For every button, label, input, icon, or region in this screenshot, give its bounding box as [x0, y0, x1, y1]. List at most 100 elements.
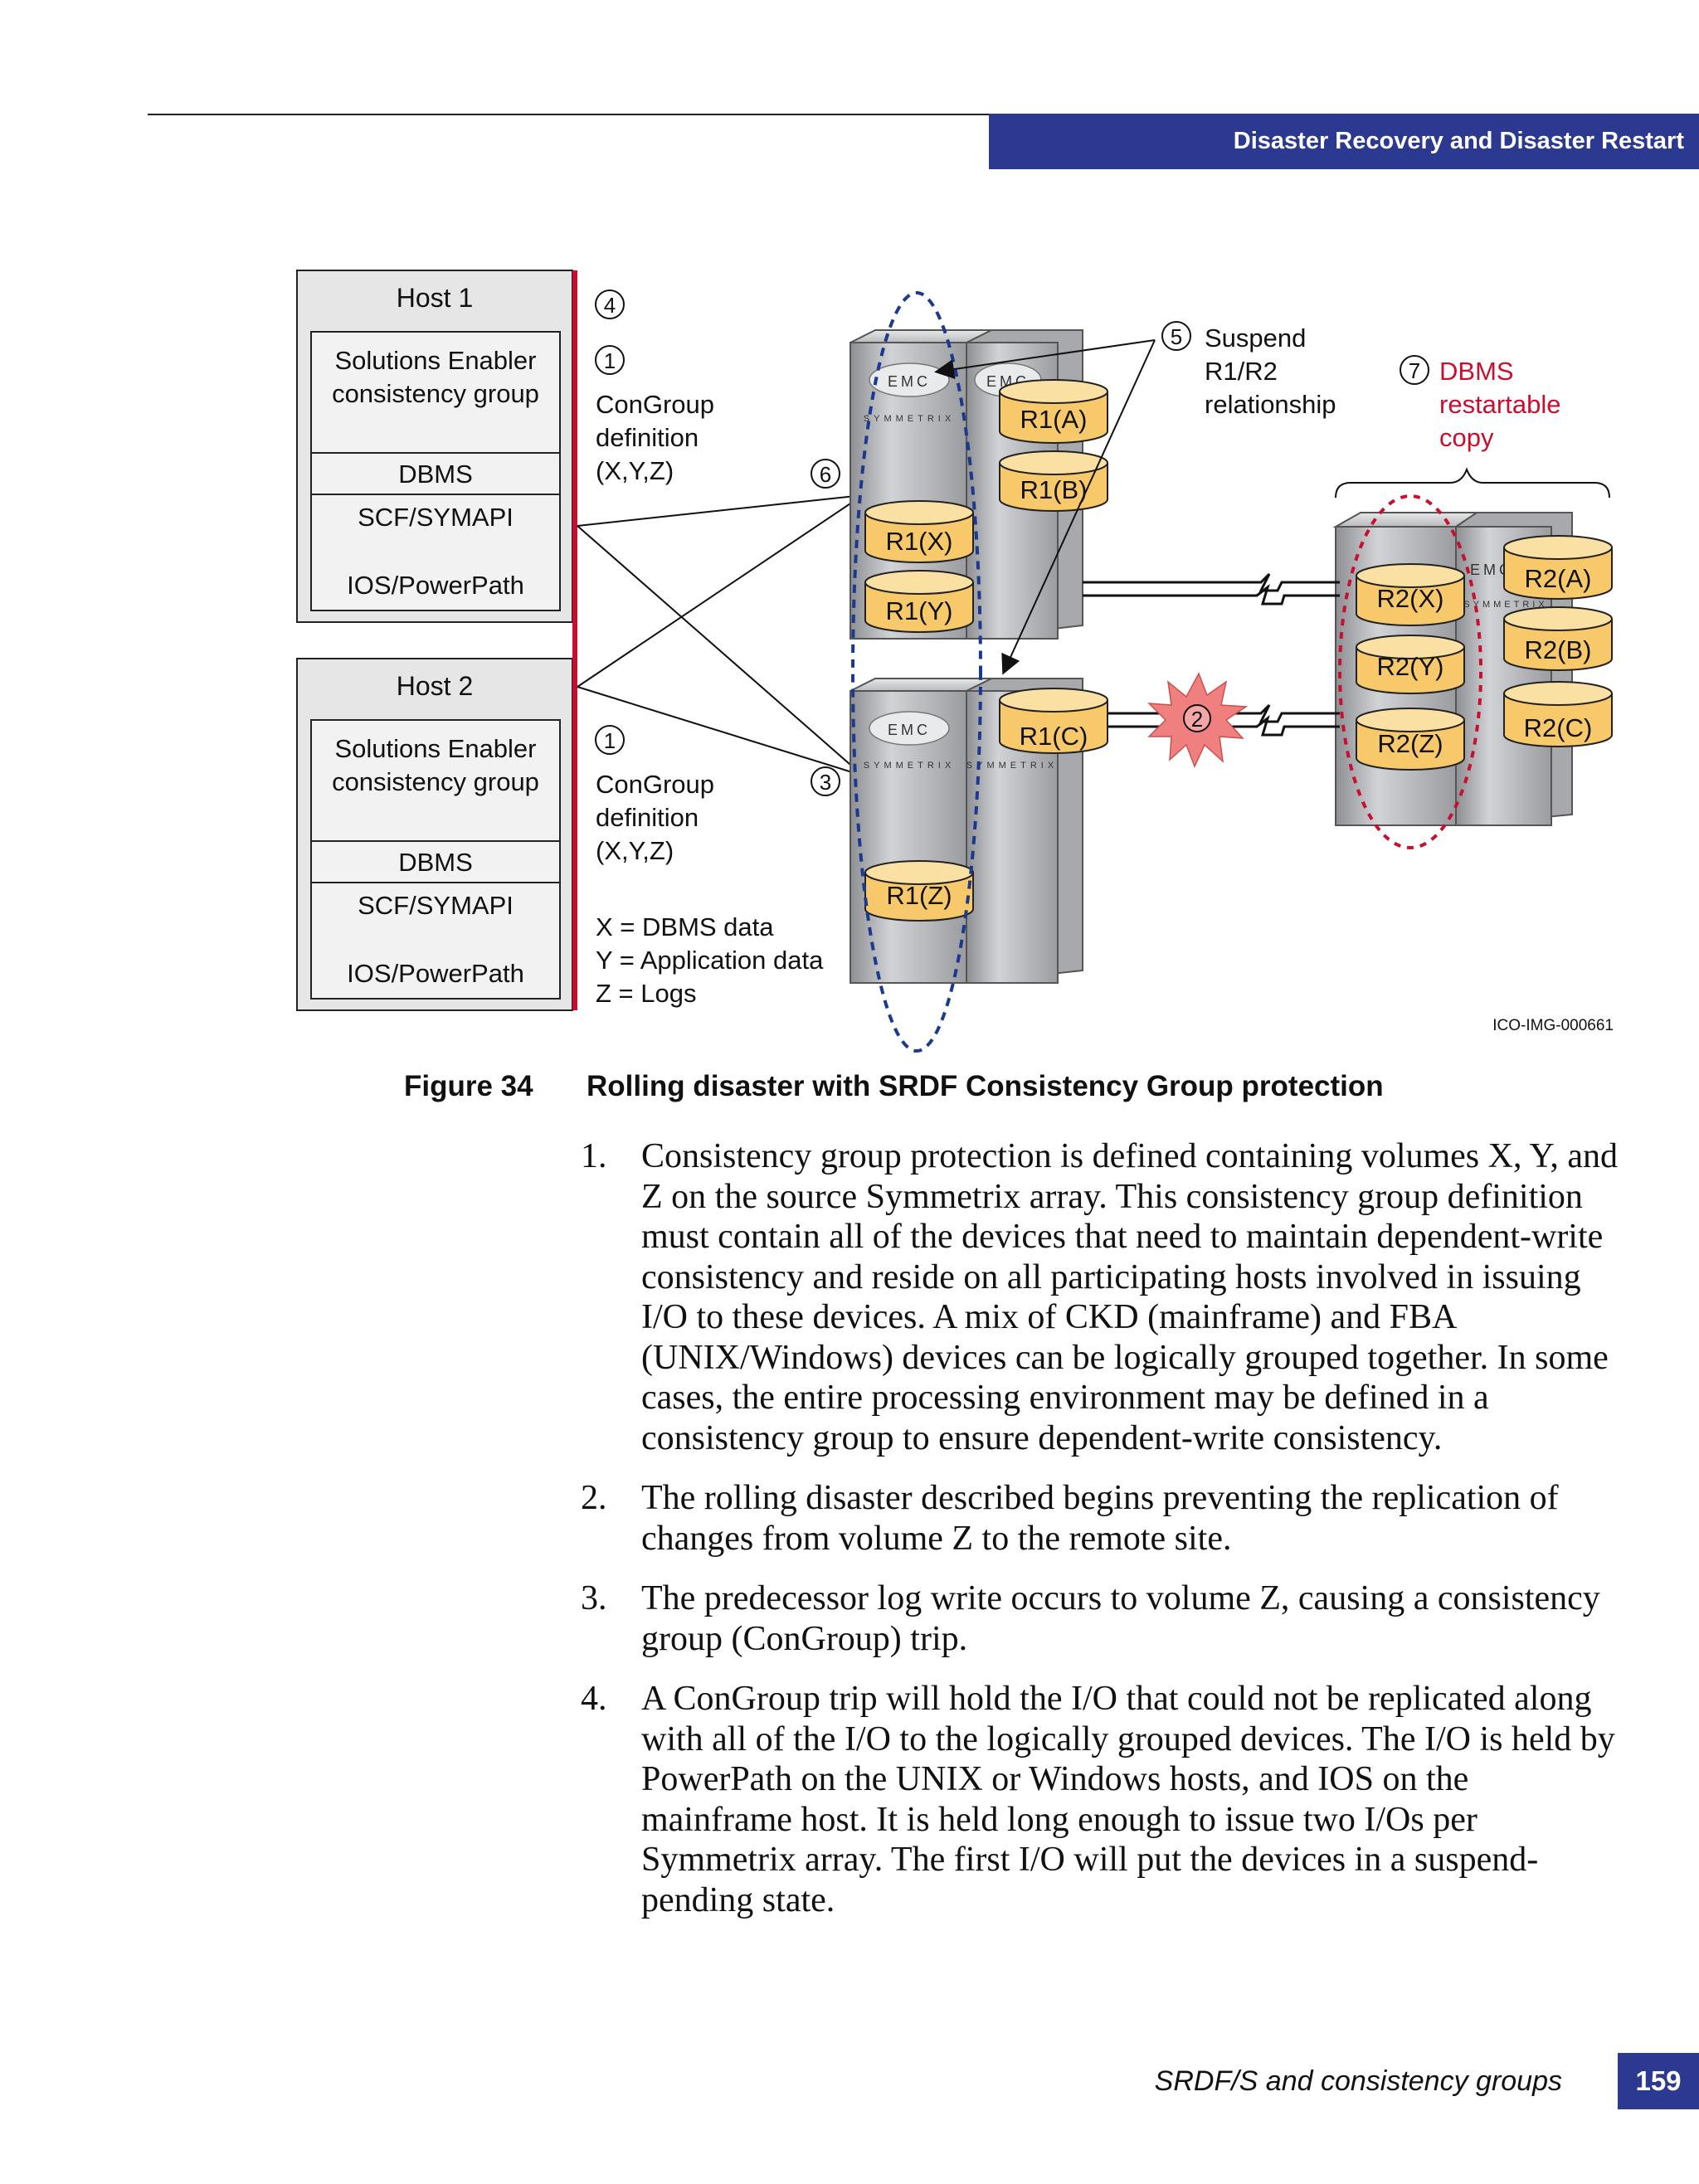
svg-text:(X,Y,Z): (X,Y,Z)	[596, 836, 674, 865]
host-2-ios: IOS/PowerPath	[347, 959, 524, 988]
symmetrix-label: SYMMETRIX	[864, 761, 955, 771]
volume-r2x: R2(X)	[1356, 563, 1465, 626]
figure-caption-label: Figure 34	[404, 1070, 533, 1102]
dbms-copy-label: DBMS restartable copy	[1439, 357, 1560, 452]
footer-section-title: SRDF/S and consistency groups	[1154, 2065, 1562, 2097]
svg-text:2: 2	[1191, 707, 1203, 732]
symmetrix-label: SYMMETRIX	[966, 761, 1058, 771]
svg-text:4: 4	[604, 293, 616, 318]
svg-text:R2(B): R2(B)	[1525, 635, 1592, 664]
list-item-text: The predecessor log write occurs to volu…	[641, 1579, 1600, 1658]
step-marker-1-lower: 1	[595, 725, 625, 755]
svg-text:R1/R2: R1/R2	[1205, 357, 1278, 386]
step-list: 1. Consistency group protection is define…	[581, 1136, 1626, 1940]
host-2-se-line2: consistency group	[332, 767, 539, 796]
host-1-title: Host 1	[397, 283, 473, 313]
host-2-box: Host 2 Solutions Enabler consistency gro…	[296, 658, 573, 1011]
step-marker-3: 3	[811, 766, 840, 796]
step-marker-6: 6	[811, 459, 840, 489]
volume-r1c: R1(C)	[999, 688, 1108, 754]
svg-text:restartable: restartable	[1439, 390, 1560, 419]
svg-text:ConGroup: ConGroup	[596, 390, 714, 419]
host-2-se-line1: Solutions Enabler	[335, 734, 537, 763]
svg-text:DBMS: DBMS	[1439, 357, 1514, 386]
list-item: 3. The predecessor log write occurs to vo…	[581, 1578, 1626, 1659]
host-1-se-line1: Solutions Enabler	[335, 346, 537, 375]
svg-text:definition: definition	[596, 803, 699, 832]
host-1-se-line2: consistency group	[332, 379, 539, 408]
list-item-text: Consistency group protection is defined …	[641, 1137, 1618, 1457]
host-2-dbms: DBMS	[398, 848, 473, 877]
volume-r2c: R2(C)	[1503, 681, 1613, 747]
step-marker-5: 5	[1161, 321, 1191, 351]
host-1-box: Host 1 Solutions Enabler consistency gro…	[296, 270, 573, 623]
list-item-number: 2.	[581, 1479, 607, 1517]
host-connection-lines	[577, 494, 864, 776]
volume-r1x: R1(X)	[864, 500, 974, 563]
emc-logo: EMC	[1470, 562, 1513, 578]
figure-caption-title: Rolling disaster with SRDF Consistency G…	[587, 1070, 1384, 1102]
volume-r2z: R2(Z)	[1356, 708, 1465, 771]
list-item: 4. A ConGroup trip will hold the I/O that…	[581, 1679, 1626, 1920]
svg-text:Suspend: Suspend	[1205, 323, 1306, 353]
source-congroup-outline	[851, 291, 982, 1053]
svg-text:Y = Application data: Y = Application data	[596, 946, 824, 975]
svg-text:ConGroup: ConGroup	[596, 770, 714, 799]
svg-text:(X,Y,Z): (X,Y,Z)	[596, 456, 674, 485]
list-item-text: The rolling disaster described begins pr…	[641, 1479, 1559, 1558]
copy-brace	[1335, 467, 1610, 499]
svg-text:copy: copy	[1439, 423, 1494, 452]
volume-r1y: R1(Y)	[864, 570, 974, 633]
svg-text:R1(C): R1(C)	[1020, 722, 1088, 751]
volume-r2y: R2(Y)	[1356, 635, 1465, 694]
svg-text:R1(X): R1(X)	[886, 527, 953, 556]
svg-text:R1(B): R1(B)	[1020, 475, 1088, 504]
host-1-dbms: DBMS	[398, 460, 473, 489]
suspend-label: Suspend R1/R2 relationship	[1205, 323, 1336, 419]
step-marker-4: 4	[595, 289, 625, 319]
svg-text:5: 5	[1171, 324, 1182, 349]
svg-text:1: 1	[604, 348, 616, 373]
emc-logo: EMC	[888, 722, 931, 738]
consistency-bar	[572, 270, 577, 1010]
running-header: Disaster Recovery and Disaster Restart	[989, 114, 1699, 169]
volume-legend: X = DBMS data Y = Application data Z = L…	[596, 912, 824, 1008]
list-item: 2. The rolling disaster described begins …	[581, 1478, 1626, 1559]
header-rule	[148, 114, 1699, 115]
source-array-lower: EMC SYMMETRIX SYMMETRIX	[850, 678, 1083, 985]
host-2-scf: SCF/SYMAPI	[358, 891, 514, 920]
host-2-title: Host 2	[397, 671, 473, 701]
list-item-text: A ConGroup trip will hold the I/O that c…	[641, 1680, 1615, 1919]
volume-r1a: R1(A)	[999, 379, 1108, 444]
congroup-definition-lower: ConGroup definition (X,Y,Z)	[596, 770, 714, 865]
step-marker-1-upper: 1	[595, 345, 625, 375]
step-marker-7: 7	[1400, 355, 1429, 385]
svg-text:6: 6	[820, 462, 831, 487]
svg-text:R1(A): R1(A)	[1020, 405, 1088, 434]
host-1-ios: IOS/PowerPath	[347, 571, 524, 600]
svg-text:1: 1	[604, 728, 616, 753]
rolling-disaster-figure: Host 1 Solutions Enabler consistency gro…	[296, 270, 1614, 1053]
volume-r2b: R2(B)	[1503, 606, 1613, 671]
svg-text:X = DBMS data: X = DBMS data	[596, 912, 774, 941]
emc-logo: EMC	[888, 373, 931, 390]
list-item-number: 4.	[581, 1680, 607, 1718]
svg-text:R2(Y): R2(Y)	[1377, 652, 1444, 681]
svg-text:7: 7	[1409, 358, 1420, 383]
list-item-number: 1.	[581, 1137, 607, 1175]
host-1-scf: SCF/SYMAPI	[358, 503, 514, 532]
suspend-arrows	[934, 339, 1156, 675]
page-number: 159	[1618, 2053, 1699, 2109]
symmetrix-label: SYMMETRIX	[1463, 600, 1547, 610]
svg-text:3: 3	[820, 770, 831, 795]
list-item: 1. Consistency group protection is define…	[581, 1136, 1626, 1458]
list-item-number: 3.	[581, 1579, 607, 1617]
svg-text:R2(X): R2(X)	[1377, 584, 1444, 613]
symmetrix-label: SYMMETRIX	[864, 414, 955, 424]
volume-r1b: R1(B)	[999, 450, 1108, 512]
restartable-copy-outline	[1338, 494, 1482, 849]
svg-text:Z = Logs: Z = Logs	[596, 979, 697, 1008]
svg-text:R2(C): R2(C)	[1524, 713, 1593, 742]
svg-text:relationship: relationship	[1205, 390, 1336, 419]
svg-text:R2(Z): R2(Z)	[1377, 729, 1443, 758]
